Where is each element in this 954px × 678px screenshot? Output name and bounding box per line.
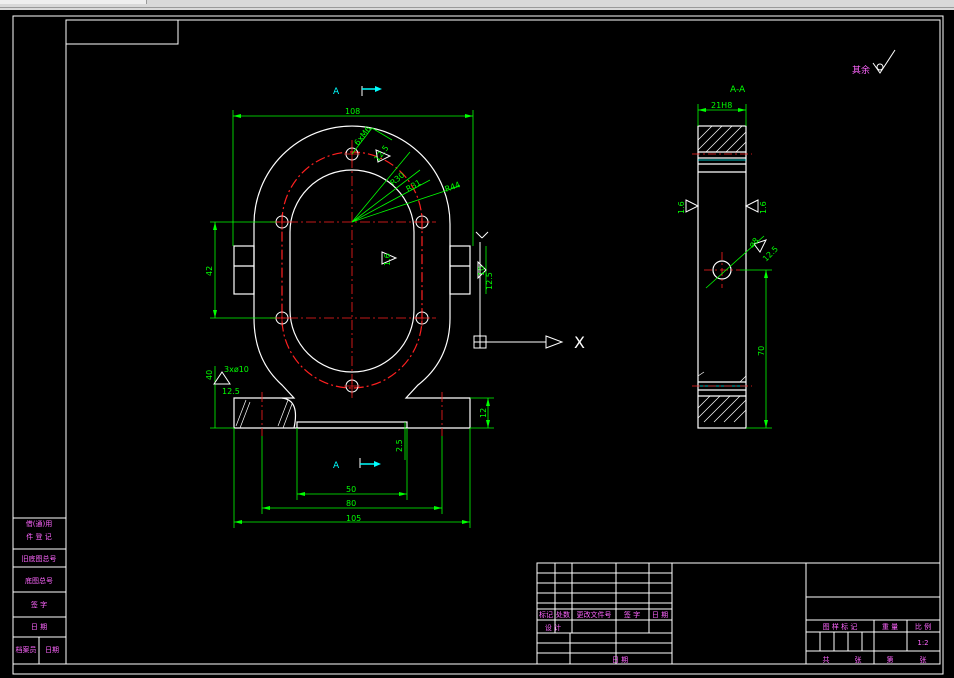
tb-header-signature: 签 字 bbox=[624, 610, 640, 619]
roughness-note: 其余 bbox=[852, 49, 896, 76]
front-dimension-texts: 108 6xM6 12.5 R30 R31 R44 42 1.6 10 12.5… bbox=[205, 107, 494, 523]
axis-x-label: X bbox=[574, 333, 585, 352]
rough-inner: 1.6 bbox=[383, 253, 392, 266]
callout-holes-rough: 12.5 bbox=[372, 144, 390, 164]
side-dimension-arrows bbox=[698, 108, 768, 428]
left-strip-labels: 借(通)用 件 登 记 旧底图总号 底图总号 签 字 日 期 档案员 日期 bbox=[16, 519, 60, 654]
svg-text:A: A bbox=[333, 87, 340, 97]
sheet-frame bbox=[12, 15, 944, 675]
callout-foot-holes: 3xø10 bbox=[224, 365, 249, 374]
ucs-axes-icon bbox=[473, 231, 564, 349]
callout-holes: 6xM6 bbox=[352, 124, 373, 147]
side-callout-rough: 12.5 bbox=[761, 244, 780, 263]
dim-left-height: 42 bbox=[205, 266, 214, 276]
drawing-canvas[interactable]: 借(通)用 件 登 记 旧底图总号 底图总号 签 字 日 期 档案员 日期 bbox=[0, 10, 954, 678]
rough-lug: 12.5 bbox=[485, 272, 494, 290]
front-hatching bbox=[235, 399, 293, 429]
strip-footer-1: 档案员 bbox=[16, 645, 37, 654]
dim-50: 50 bbox=[346, 485, 356, 494]
side-body-outline bbox=[697, 125, 747, 429]
tb-header-count: 处数 bbox=[556, 610, 570, 619]
title-block-labels: 标记 处数 更改文件号 签 字 日 期 设 计 日 期 图 样 标 记 重 量 … bbox=[539, 610, 931, 664]
strip-row-4: 底图总号 bbox=[25, 576, 53, 585]
side-dimension-lines bbox=[697, 104, 772, 429]
left-strip-table bbox=[12, 517, 67, 665]
strip-row-6: 日 期 bbox=[31, 623, 47, 631]
section-mark-bottom: A bbox=[333, 458, 381, 471]
side-dim-top: 21H8 bbox=[711, 101, 732, 110]
tb-header-mark: 标记 bbox=[539, 610, 553, 619]
svg-text:A: A bbox=[333, 461, 340, 471]
dim-bottom-left: 40 bbox=[205, 370, 214, 380]
dim-105: 105 bbox=[346, 514, 361, 523]
tb-role-design: 设 计 bbox=[545, 623, 561, 632]
front-center-lines bbox=[261, 140, 443, 436]
dim-lug: 10 bbox=[477, 266, 486, 276]
strip-row-3: 旧底图总号 bbox=[22, 554, 57, 563]
side-dim-70: 70 bbox=[757, 346, 766, 356]
side-callout-hole: ø8 bbox=[747, 236, 760, 249]
tb-bottom-sheet-2: 张 bbox=[920, 655, 927, 664]
tb-header-change-doc: 更改文件号 bbox=[577, 610, 612, 619]
rough-foot: 12.5 bbox=[222, 387, 240, 396]
section-mark-top: A bbox=[333, 86, 382, 97]
dim-80: 80 bbox=[346, 499, 356, 508]
tb-right-weight: 重 量 bbox=[882, 623, 898, 631]
side-view[interactable]: A-A bbox=[677, 85, 780, 429]
title-block bbox=[536, 562, 941, 665]
side-roughness-symbols bbox=[685, 199, 767, 253]
front-roughness-symbols bbox=[213, 149, 487, 385]
front-view[interactable]: A A 108 6xM6 12.5 R30 R31 R44 42 1 bbox=[205, 86, 585, 528]
front-dimension-lines bbox=[210, 110, 494, 528]
tb-right-drawing-mark: 图 样 标 记 bbox=[823, 622, 858, 631]
callout-r31: R31 bbox=[405, 178, 423, 194]
front-dimension-arrows bbox=[213, 114, 490, 524]
callout-r44: R44 bbox=[444, 180, 462, 194]
dim-top-width: 108 bbox=[345, 107, 360, 116]
side-rough-left: 1.6 bbox=[677, 201, 686, 214]
tb-scale-value: 1:2 bbox=[917, 639, 928, 647]
tb-bottom-total: 共 bbox=[823, 655, 830, 664]
dim-relief: 2.5 bbox=[395, 439, 404, 452]
strip-row-2: 件 登 记 bbox=[26, 532, 51, 541]
side-center-lines bbox=[692, 153, 752, 387]
section-title: A-A bbox=[730, 85, 746, 95]
roughness-note-label: 其余 bbox=[852, 64, 870, 76]
tb-header-date: 日 期 bbox=[652, 611, 668, 619]
strip-row-1: 借(通)用 bbox=[26, 519, 52, 528]
tb-bottom-sheet-1: 张 bbox=[855, 655, 862, 664]
side-cyan-bands bbox=[698, 159, 746, 387]
top-bar-separator bbox=[0, 7, 954, 8]
side-hatching bbox=[697, 125, 747, 423]
tb-role-date: 日 期 bbox=[612, 656, 628, 664]
roughness-symbol-icon bbox=[872, 49, 896, 74]
tb-bottom-number: 第 bbox=[887, 655, 894, 664]
drawing-tab[interactable] bbox=[0, 0, 147, 4]
tb-right-scale: 比 例 bbox=[915, 622, 931, 631]
strip-row-5: 签 字 bbox=[31, 600, 47, 609]
dim-foot-height: 12 bbox=[479, 408, 488, 418]
callout-r30: R30 bbox=[389, 171, 407, 188]
front-hole-centers bbox=[274, 146, 430, 394]
front-body-outline bbox=[233, 125, 471, 429]
side-rough-right: 1.6 bbox=[759, 201, 768, 214]
strip-footer-2: 日期 bbox=[45, 646, 59, 654]
app-top-bar bbox=[0, 0, 954, 10]
